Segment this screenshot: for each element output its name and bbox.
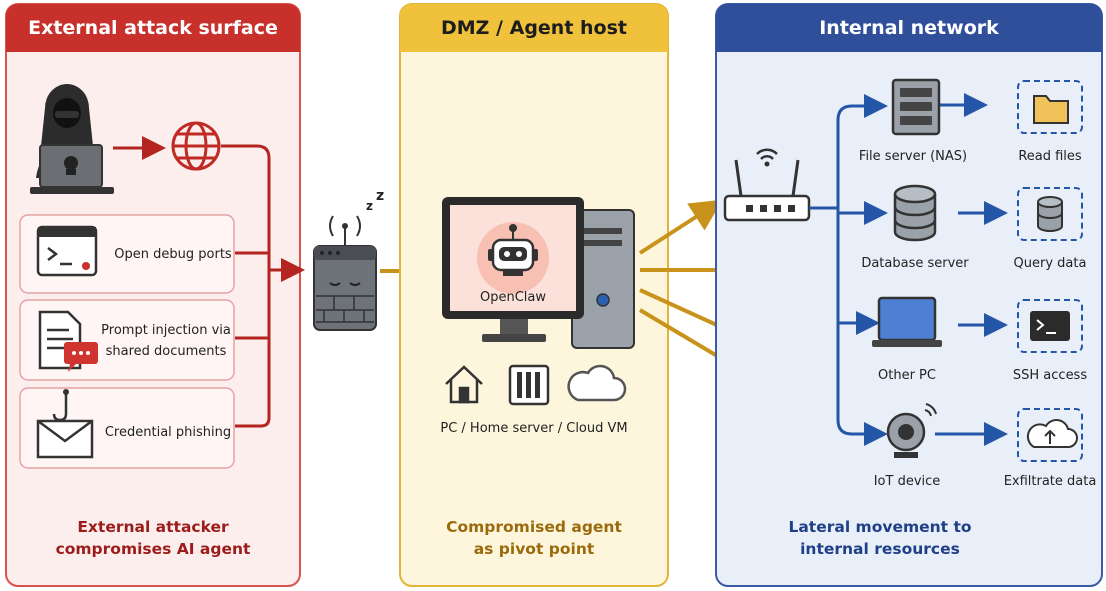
house-icon bbox=[445, 365, 483, 404]
hacker-icon bbox=[30, 84, 114, 194]
device-label-database: Database server bbox=[861, 256, 969, 271]
red-connectors bbox=[221, 144, 305, 428]
database-icon bbox=[893, 184, 937, 242]
device-label-iot: IoT device bbox=[874, 474, 941, 489]
webcam-icon bbox=[886, 403, 937, 458]
router-icon bbox=[723, 148, 811, 222]
list-item-debug-ports: Open debug ports bbox=[19, 214, 235, 294]
blue-connectors bbox=[809, 93, 1008, 446]
db-small-icon bbox=[1017, 187, 1083, 241]
firewall-icon bbox=[313, 215, 377, 331]
panel-external: External attack surface bbox=[5, 3, 305, 587]
device-label-nas: File server (NAS) bbox=[859, 149, 967, 164]
caption-dmz-1: Compromised agent bbox=[446, 518, 622, 536]
caption-internal-1: Lateral movement to bbox=[788, 518, 971, 536]
upload-cloud-icon bbox=[1017, 408, 1083, 462]
action-label-ssh: SSH access bbox=[1013, 368, 1087, 383]
caption-internal-2: internal resources bbox=[800, 540, 960, 558]
nas-icon bbox=[891, 78, 941, 136]
list-item-prompt-injection: Prompt injection via shared documents bbox=[19, 299, 235, 381]
list-item-phishing: Credential phishing bbox=[19, 387, 235, 469]
item-label-debug-ports: Open debug ports bbox=[114, 247, 232, 262]
action-label-exfiltrate: Exfiltrate data bbox=[1004, 474, 1097, 489]
panel-dmz-title: DMZ / Agent host bbox=[441, 17, 627, 39]
action-label-query-data: Query data bbox=[1014, 256, 1087, 271]
pc-icon bbox=[872, 296, 942, 347]
globe-icon bbox=[171, 121, 221, 171]
svg-text:z: z bbox=[366, 199, 373, 213]
host-types-label: PC / Home server / Cloud VM bbox=[440, 421, 627, 436]
robot-icon bbox=[477, 222, 549, 294]
device-label-other-pc: Other PC bbox=[878, 368, 936, 383]
panel-external-title: External attack surface bbox=[28, 17, 278, 39]
item-label-phishing: Credential phishing bbox=[105, 425, 231, 440]
terminal-icon bbox=[36, 225, 98, 277]
phishing-icon bbox=[36, 389, 94, 459]
agent-label: OpenClaw bbox=[480, 290, 546, 305]
server-icon bbox=[508, 364, 550, 406]
sleep-icon: z z bbox=[366, 188, 384, 213]
folder-icon bbox=[1017, 80, 1083, 134]
svg-text:z: z bbox=[376, 188, 384, 204]
item-label-prompt-injection-2: shared documents bbox=[106, 344, 227, 359]
document-icon bbox=[38, 310, 98, 372]
action-label-read-files: Read files bbox=[1018, 149, 1082, 164]
panel-internal-title: Internal network bbox=[819, 17, 999, 39]
item-label-prompt-injection-1: Prompt injection via bbox=[101, 323, 231, 338]
panel-internal: Internal network bbox=[715, 3, 1103, 587]
caption-external-2: compromises AI agent bbox=[56, 540, 251, 558]
cloud-icon bbox=[567, 364, 627, 402]
panel-dmz: DMZ / Agent host OpenClaw bbox=[399, 3, 669, 587]
caption-dmz-2: as pivot point bbox=[474, 540, 595, 558]
caption-external-1: External attacker bbox=[77, 518, 229, 536]
ssh-icon bbox=[1017, 299, 1083, 353]
